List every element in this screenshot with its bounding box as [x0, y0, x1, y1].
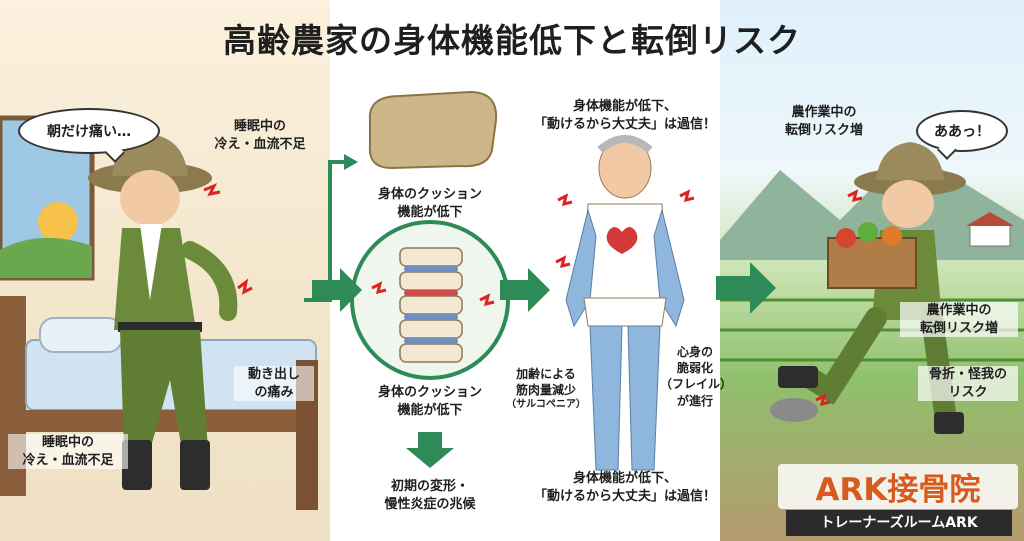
- label-line: 冷え・血流不足: [214, 136, 306, 152]
- spine-discs: [404, 266, 458, 344]
- speech-bubble-ah: ああっ！: [916, 110, 1008, 152]
- carrot-icon: [882, 226, 902, 246]
- label-line: 農作業中の: [791, 105, 857, 120]
- label-line: 心身の: [676, 345, 713, 359]
- label-line: 機能が低下: [397, 402, 463, 418]
- label-line: 睡眠中の: [41, 435, 94, 450]
- towel: [140, 224, 162, 300]
- panel-frailty: [530, 0, 720, 541]
- gray-hair: [597, 135, 653, 154]
- label-line: 転倒リスク増: [919, 320, 998, 336]
- label-line: の痛み: [254, 384, 294, 400]
- label-line: （フレイル）: [660, 377, 733, 392]
- label-line: 機能が低下: [397, 204, 463, 220]
- page-title: 高齢農家の身体機能低下と転倒リスク: [223, 21, 801, 60]
- label-sleep-cold-top: 睡眠中の 冷え・血流不足: [196, 118, 324, 153]
- spine-vertebrae: [399, 247, 463, 363]
- flow-arrow-3: [716, 262, 776, 314]
- farmhouse: [969, 223, 1011, 247]
- label-overconfidence-bottom: 身体機能が低下、 「動けるから大丈夫」は過信！: [518, 470, 732, 505]
- label-line: 骨折・怪我の: [928, 367, 1007, 382]
- label-line: 筋肉量減少: [515, 383, 576, 398]
- label-line: リスク: [948, 384, 988, 400]
- label-startup-pain: 動き出し の痛み: [234, 366, 314, 402]
- tomato-icon: [836, 228, 856, 248]
- label-line: 身体機能が低下、: [572, 99, 677, 114]
- label-line: 「動けるから大丈夫」は過信！: [533, 488, 716, 504]
- label-line: （サルコペニア）: [506, 399, 586, 411]
- label-line: 慢性炎症の兆候: [384, 496, 476, 512]
- arm-muscle-right: [653, 208, 685, 328]
- panel-fall-risk: [720, 0, 1024, 541]
- boot-right: [180, 440, 210, 490]
- label-line: 初期の変形・: [390, 479, 469, 494]
- farmer-face-fall: [882, 180, 934, 228]
- pain-mark-icon: [203, 183, 253, 295]
- boot-slip: [778, 366, 818, 388]
- label-line: 冷え・血流不足: [22, 452, 114, 468]
- label-fall-risk-top: 農作業中の 転倒リスク増: [770, 104, 878, 139]
- leg-muscle-left: [589, 325, 623, 471]
- hill-shape: [0, 237, 92, 278]
- label-sarcopenia: 加齢による 筋肉量減少 （サルコペニア）: [498, 366, 594, 412]
- boot-stand: [934, 412, 964, 434]
- panel-cushion-decline: [330, 0, 530, 541]
- flow-arrow-2: [500, 268, 550, 312]
- farmer-face: [120, 170, 180, 226]
- label-frailty: 心身の 脆弱化 （フレイル） が進行: [660, 344, 733, 409]
- pillow: [39, 317, 123, 353]
- label-line: 身体のクッション: [377, 187, 482, 202]
- flow-arrow-1: [312, 268, 362, 312]
- field-fall-illustration: [720, 142, 1024, 434]
- weakness-mark-icon: [555, 189, 695, 269]
- label-cushion-top: 身体のクッション 機能が低下: [346, 186, 514, 221]
- sun-icon: [38, 202, 78, 242]
- label-line: 身体機能が低下、: [572, 471, 677, 486]
- speech-bubble-morning-pain: 朝だけ痛い…: [18, 108, 160, 154]
- cushion-spine-illustration: [350, 90, 510, 468]
- label-line: 身体のクッション: [377, 385, 482, 400]
- farmer-legs: [120, 330, 208, 450]
- inflammation-mark-icon: [371, 281, 495, 307]
- bed-frame: [26, 410, 316, 432]
- label-overconfidence-top: 身体機能が低下、 「動けるから大丈夫」は過信！: [518, 98, 732, 133]
- vegetable-basket: [827, 237, 917, 289]
- leg-muscle-right: [627, 325, 661, 471]
- label-line: が進行: [676, 393, 713, 408]
- label-early-deformation: 初期の変形・ 慢性炎症の兆候: [346, 478, 514, 513]
- label-line: 睡眠中の: [233, 119, 286, 134]
- label-line: 「動けるから大丈夫」は過信！: [533, 116, 716, 132]
- arm-muscle-left: [565, 208, 597, 328]
- label-line: 加齢による: [516, 367, 576, 381]
- label-line: 農作業中の: [926, 303, 992, 318]
- cabbage-icon: [858, 222, 878, 242]
- label-line: 脆弱化: [676, 361, 713, 376]
- rock: [770, 398, 818, 422]
- brand-subtitle: トレーナーズルームARK: [786, 510, 1012, 536]
- label-fracture-risk: 骨折・怪我の リスク: [918, 366, 1018, 402]
- impact-mark-icon: [815, 189, 863, 407]
- body-anatomy-illustration: [555, 135, 695, 471]
- label-line: 転倒リスク増: [784, 122, 863, 138]
- label-line: 動き出し: [247, 367, 300, 382]
- heart-icon: [606, 227, 638, 254]
- farmhouse-roof: [966, 212, 1014, 226]
- farmer-torso: [114, 228, 196, 330]
- arm-on-back: [181, 241, 238, 321]
- hat-crown-fall: [876, 142, 944, 180]
- boot-left: [122, 440, 152, 490]
- worn-cushion-icon: [368, 90, 498, 170]
- underwear: [583, 297, 667, 327]
- brand-logo-text: ARK接骨院: [778, 464, 1018, 509]
- belt: [118, 322, 202, 332]
- label-cushion-mid: 身体のクッション 機能が低下: [346, 384, 514, 419]
- label-fall-risk-mid: 農作業中の 転倒リスク増: [900, 302, 1018, 338]
- down-arrow-icon: [406, 432, 454, 468]
- label-sleep-cold-bottom: 睡眠中の 冷え・血流不足: [8, 434, 128, 470]
